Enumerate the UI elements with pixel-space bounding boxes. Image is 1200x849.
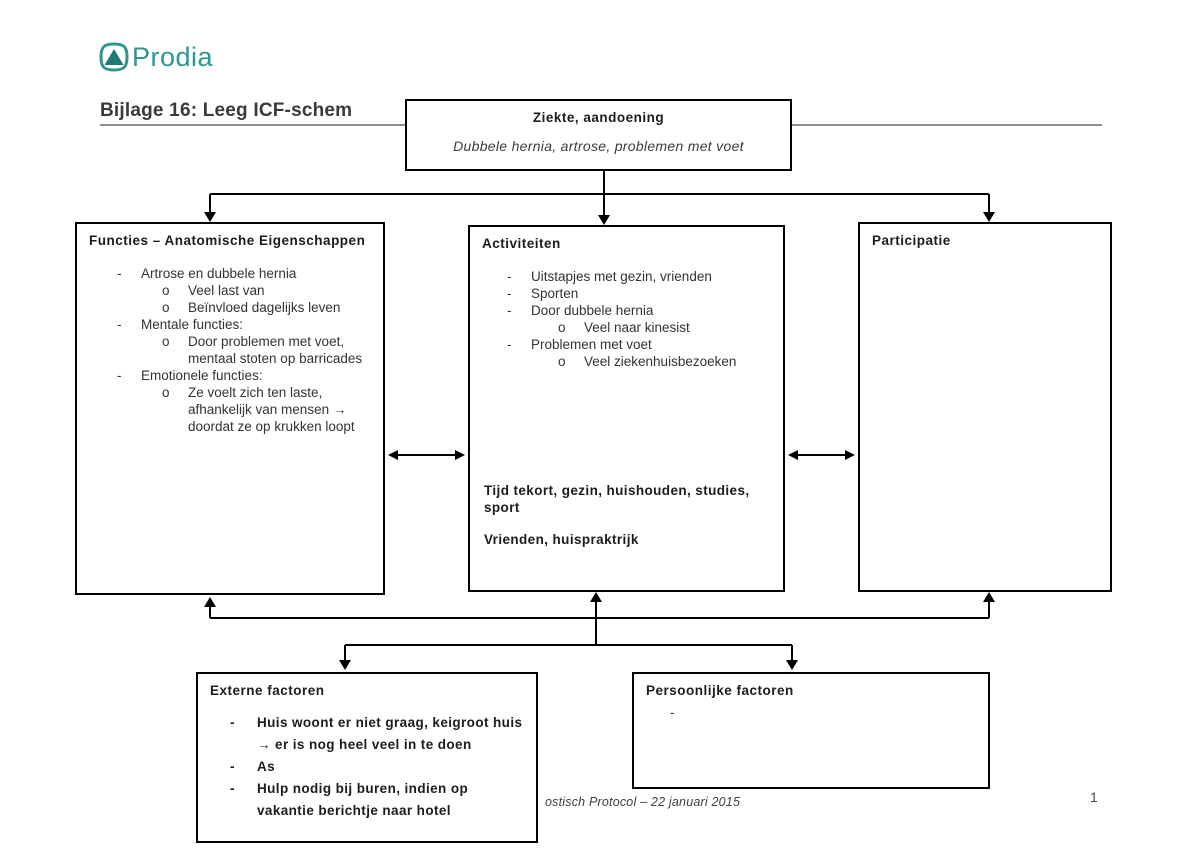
bullet-circle: o [558,354,566,369]
bullet-circle: o [162,334,170,349]
list-item: -Uitstapjes met gezin, vrienden [507,269,712,284]
note-text: Tijd tekort, gezin, huishouden, studies,… [484,483,750,515]
externe-factoren-box: Externe factoren -Huis woont er niet gra… [196,672,538,843]
bullet-circle: o [558,320,566,335]
bullet-dash: - [117,266,122,281]
participatie-title: Participatie [872,233,951,248]
bullet-dash: - [507,303,512,318]
list-item: -Artrose en dubbele hernia [117,266,297,281]
prodia-triangle-icon [99,42,129,72]
externe-list: -Huis woont er niet graag, keigroot huis… [198,712,536,822]
activiteiten-box: Activiteiten -Uitstapjes met gezin, vrie… [468,225,785,592]
list-item: -Hulp nodig bij buren, indien op vakanti… [198,778,536,822]
list-item: -As [198,756,536,778]
bullet-dash: - [117,368,122,383]
list-item: -Sporten [507,286,579,301]
list-item: - [634,704,988,721]
activiteiten-list: -Uitstapjes met gezin, vrienden -Sporten… [470,268,783,370]
activiteiten-notes: Tijd tekort, gezin, huishouden, studies,… [484,482,763,548]
bullet-circle: o [162,300,170,315]
bullet-dash: - [670,705,675,720]
ziekte-title: Ziekte, aandoening [532,110,665,125]
bullet-dash: - [230,781,235,796]
persoonlijke-list: - [634,704,988,721]
bullet-circle: o [162,283,170,298]
list-item: -Mentale functies: [117,317,244,332]
bullet-dash: - [230,759,235,774]
bullet-dash: - [507,337,512,352]
bullet-dash: - [507,286,512,301]
functies-title: Functies – Anatomische Eigenschappen [89,233,366,248]
externe-title: Externe factoren [210,683,325,698]
bullet-dash: - [117,317,122,332]
page-title: Bijlage 16: Leeg ICF-schem [100,100,353,121]
bullet-dash: - [507,269,512,284]
ziekte-box: Ziekte, aandoening Dubbele hernia, artro… [405,99,792,171]
bullet-circle: o [162,385,170,400]
activiteiten-title: Activiteiten [482,236,561,251]
prodia-logo: Prodia [99,42,213,72]
list-item: -Problemen met voet [507,337,652,352]
list-item: -Emotionele functies: [117,368,263,383]
list-item: -Huis woont er niet graag, keigroot huis… [198,712,536,756]
logo-brand-text: Prodia [132,42,214,72]
participatie-box: Participatie [858,222,1112,592]
page-number: 1 [1090,789,1098,805]
functies-box: Functies – Anatomische Eigenschappen -Ar… [75,222,385,595]
list-item: -Door dubbele hernia [507,303,654,318]
persoonlijke-title: Persoonlijke factoren [646,683,794,698]
bullet-dash: - [230,715,235,730]
persoonlijke-factoren-box: Persoonlijke factoren - [632,672,990,789]
ziekte-subtitle: Dubbele hernia, artrose, problemen met v… [453,138,744,154]
note-text: Vrienden, huispraktrijk [484,532,639,547]
footer-text: ostisch Protocol – 22 januari 2015 [545,795,741,809]
